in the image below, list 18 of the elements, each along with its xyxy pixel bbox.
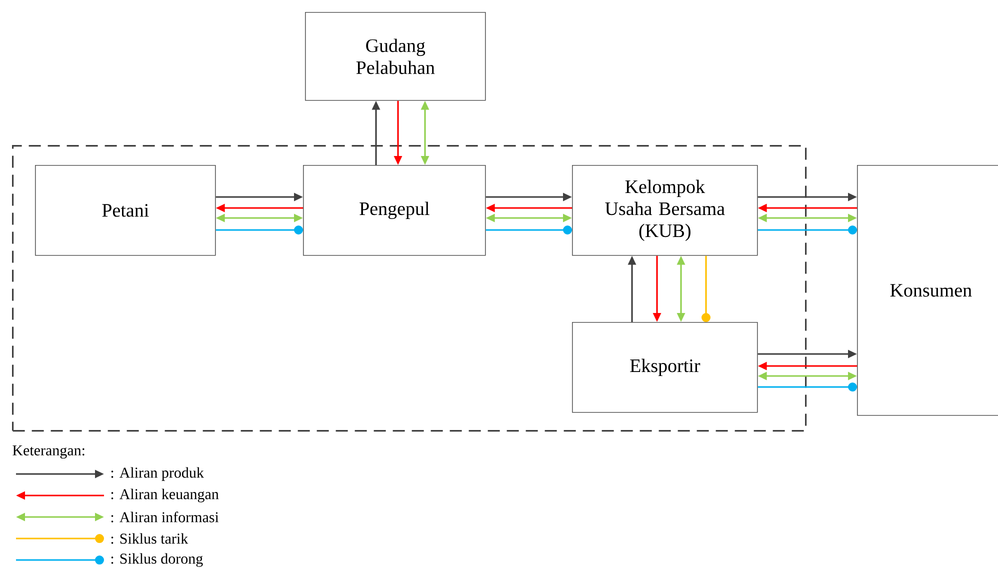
process-box: Gudang Pelabuhan xyxy=(305,12,486,101)
legend-text: : Aliran produk xyxy=(111,467,204,481)
connector xyxy=(758,382,857,392)
legend-text: : Siklus dorong xyxy=(111,553,203,567)
legend-text: : Aliran informasi xyxy=(111,512,219,522)
process-box: Pengepul xyxy=(303,165,486,256)
connector xyxy=(758,226,857,234)
legend-text: : Siklus tarik xyxy=(111,533,188,544)
process-box: Kelompok Usaha Bersama (KUB) xyxy=(572,165,758,256)
process-box: Petani xyxy=(35,165,216,256)
process-box: Konsumen xyxy=(857,165,998,416)
connector xyxy=(216,226,303,234)
connector xyxy=(702,256,710,322)
connector xyxy=(486,226,572,234)
legend-text: : Aliran keuangan xyxy=(111,488,219,502)
process-box: Eksportir xyxy=(572,322,758,413)
dashed-boundary xyxy=(12,145,807,432)
legend-heading: Keterangan: xyxy=(12,445,84,459)
